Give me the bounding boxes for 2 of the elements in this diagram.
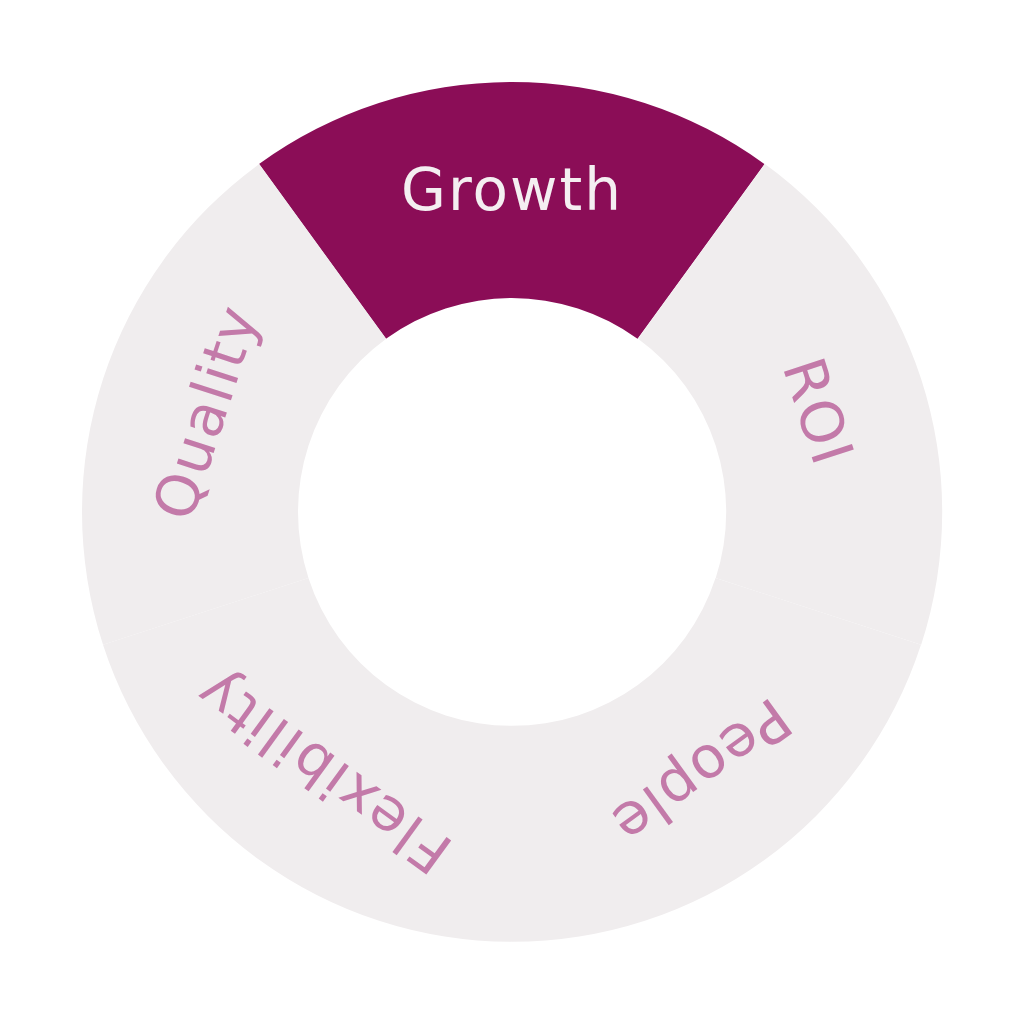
segment-label: Growth (401, 161, 623, 219)
segment-label: ROI (773, 351, 863, 474)
